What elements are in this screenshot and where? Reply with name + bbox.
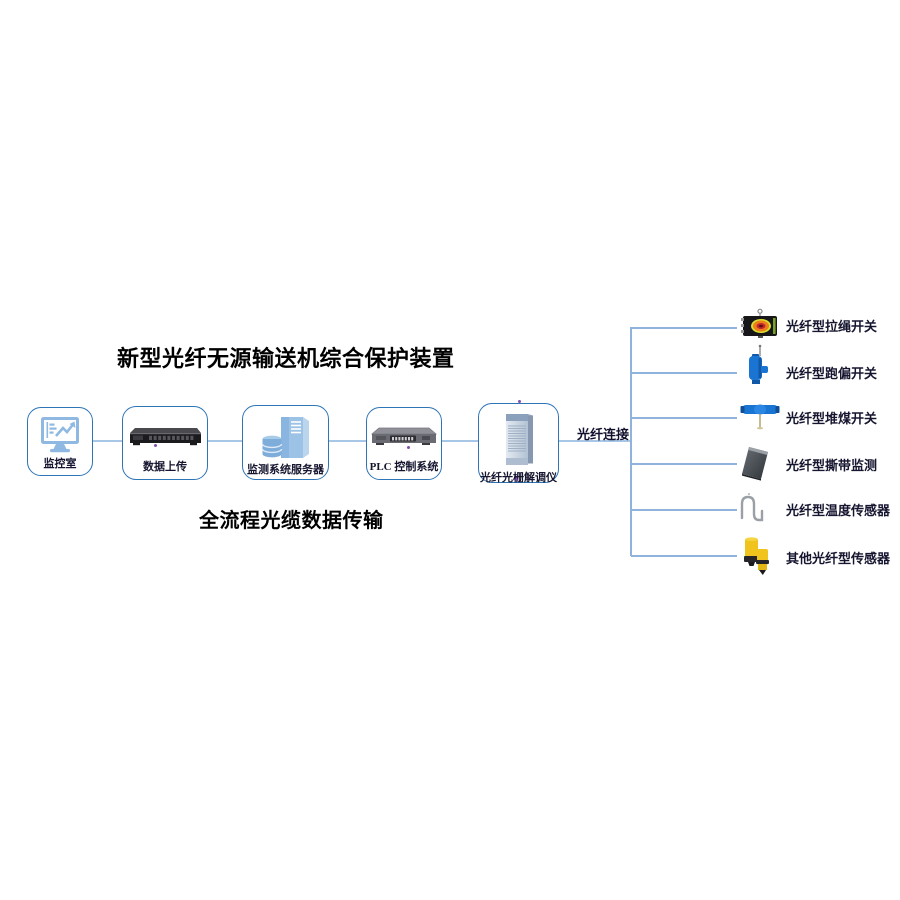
diagram-title: 新型光纤无源输送机综合保护装置 [117,346,455,371]
server-database-icon [259,413,313,461]
belt-tear-monitor-icon [740,445,772,486]
flow-node-monitoring-room: 监控室 [27,407,93,476]
sensor-label-coal-pile: 光纤型堆煤开关 [786,411,878,426]
anchor-dot [515,478,518,481]
branch-line [631,372,737,374]
diagram-subtitle: 全流程光缆数据传输 [199,510,384,532]
pull-rope-switch-icon [740,308,780,343]
sensor-label-other: 其他光纤型传感器 [786,551,891,566]
fiber-connection-label: 光纤连接 [577,427,630,442]
plc-rack-icon [370,415,438,458]
other-fiber-sensor-icon [740,536,772,583]
coal-pile-switch-icon [740,401,780,436]
branch-line [631,509,737,511]
flow-node-monitoring-server: 监测系统服务器 [242,405,329,480]
flow-node-label: 监控室 [43,458,77,470]
connector-line [442,440,478,442]
flow-node-plc-control: PLC 控制系统 [366,407,442,480]
belt-deviation-switch-icon [744,344,770,391]
anchor-dot [518,400,521,403]
anchor-dot [154,444,157,447]
anchor-dot [407,446,410,449]
sensor-label-belt-tear: 光纤型撕带监测 [786,458,878,473]
flow-node-label: 数据上传 [143,461,187,473]
branch-line [631,327,737,329]
network-switch-icon [127,414,203,458]
fiber-connection-line [559,440,632,442]
trunk-line [630,327,632,556]
flow-node-label: 光纤光栅解调仪 [480,472,557,484]
connector-line [208,440,242,442]
branch-line [631,417,737,419]
monitor-icon [37,415,83,455]
flow-node-label: PLC 控制系统 [369,461,439,473]
flow-node-demodulator: 光纤光栅解调仪 [478,403,559,484]
connector-line [329,440,366,442]
flow-node-label: 监测系统服务器 [247,464,324,476]
demodulator-tower-icon [499,411,539,469]
branch-line [631,463,737,465]
connector-line [93,440,122,442]
temperature-sensor-icon [738,492,766,531]
branch-line [631,555,737,557]
sensor-label-pull-rope: 光纤型拉绳开关 [786,319,878,334]
sensor-label-temperature: 光纤型温度传感器 [786,503,891,518]
flow-node-data-upload: 数据上传 [122,406,208,480]
sensor-label-deviation: 光纤型跑偏开关 [786,366,878,381]
